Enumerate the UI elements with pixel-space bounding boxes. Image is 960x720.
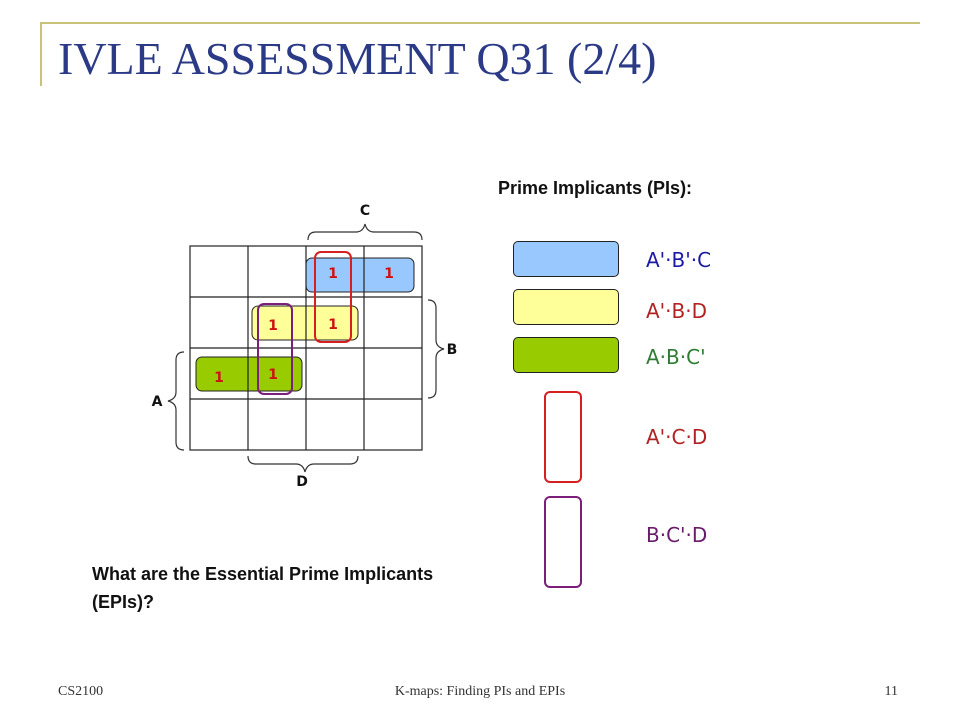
kmap-one: 1 <box>268 367 278 383</box>
footer-page-number: 11 <box>884 684 898 699</box>
kmap-one: 1 <box>328 317 338 333</box>
brace-d <box>247 455 359 473</box>
footer-course: CS2100 <box>58 684 104 699</box>
frame-top-rule <box>40 22 920 24</box>
pi-swatch-4 <box>544 391 582 483</box>
brace-b <box>427 299 445 399</box>
var-label-b: B <box>447 342 458 358</box>
brace-c <box>307 223 423 241</box>
kmap-grid <box>189 245 423 451</box>
pi-swatch-3 <box>513 337 619 373</box>
pi-label-4: A'·C·D <box>646 425 708 449</box>
pi-swatch-2 <box>513 289 619 325</box>
pi-heading: Prime Implicants (PIs): <box>498 178 693 198</box>
kmap-one: 1 <box>214 370 224 386</box>
frame-left-rule <box>40 22 42 86</box>
var-label-c: C <box>360 203 370 219</box>
slide-title: IVLE ASSESSMENT Q31 (2/4) <box>58 33 657 84</box>
group-pi-1 <box>305 257 415 293</box>
group-pi-3 <box>195 356 303 392</box>
pi-label-5: B·C'·D <box>646 523 708 547</box>
footer-topic: K-maps: Finding PIs and EPIs <box>394 684 566 699</box>
pi-label-3: A·B·C' <box>646 345 706 369</box>
pi-swatch-1 <box>513 241 619 277</box>
var-label-a: A <box>152 394 163 410</box>
pi-label-2: A'·B·D <box>646 299 708 323</box>
group-pi-5 <box>257 303 293 395</box>
group-pi-2 <box>251 305 359 341</box>
var-label-d: D <box>296 474 308 490</box>
kmap-one: 1 <box>268 318 278 334</box>
kmap-one: 1 <box>384 266 394 282</box>
kmap-one: 1 <box>328 266 338 282</box>
brace-a <box>167 351 185 451</box>
group-pi-4 <box>314 251 352 343</box>
pi-swatch-5 <box>544 496 582 588</box>
question-text: What are the Essential Prime Implicants … <box>92 564 434 612</box>
pi-label-1: A'·B'·C <box>646 248 712 272</box>
